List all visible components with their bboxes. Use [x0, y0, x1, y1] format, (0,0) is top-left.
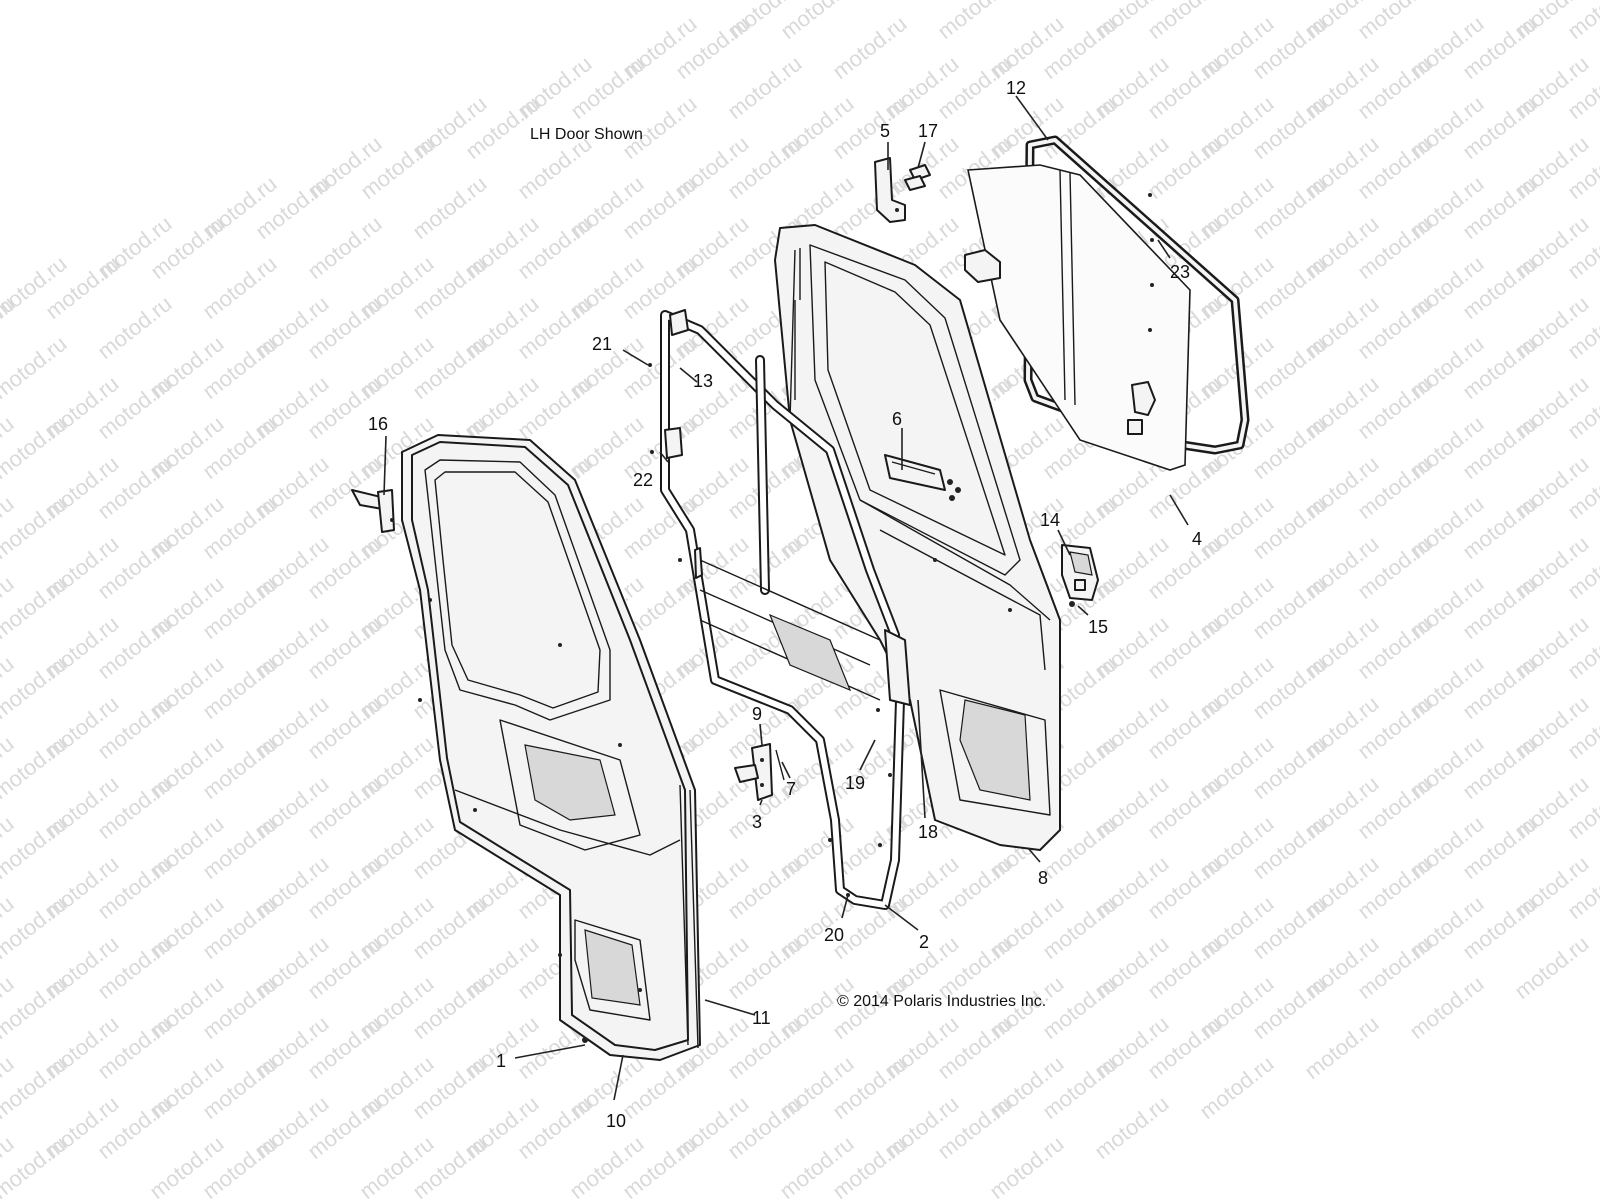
watermark-text: motod.ru [1248, 0, 1332, 4]
callout-19: 19 [845, 773, 865, 793]
inner-door-panel-8 [774, 224, 1061, 851]
hinge-bracket-5 [874, 157, 906, 223]
window-glass-4 [964, 164, 1191, 471]
screw-15 [1069, 601, 1075, 607]
callout-6: 6 [892, 409, 902, 429]
callout-9: 9 [752, 704, 762, 724]
watermark-text: motod.ru [776, 0, 860, 44]
callout-23: 23 [1170, 262, 1190, 282]
callout-11: 11 [752, 1008, 771, 1028]
callout-4: 4 [1192, 529, 1202, 549]
callout-8: 8 [1038, 868, 1048, 888]
callout-22: 22 [633, 470, 653, 490]
callout-21: 21 [592, 334, 612, 354]
hinge-strap-16 [351, 489, 395, 533]
callout-5: 5 [880, 121, 890, 141]
watermark-text: motod.ru [723, 51, 807, 124]
watermark-text: motod.ru [1038, 0, 1122, 4]
lower-hinge-3 [734, 743, 773, 801]
callout-16: 16 [368, 414, 388, 434]
window-seal-12 [1023, 135, 1250, 455]
pin-7 [775, 749, 785, 781]
watermark-text: motod.ru [198, 251, 282, 324]
callout-3: 3 [752, 812, 762, 832]
watermark-text: motod.ru [1195, 1051, 1279, 1124]
watermark-text: motod.ru [408, 171, 492, 244]
watermark-text: motod.ru [1510, 931, 1594, 1004]
callout-1: 1 [496, 1051, 506, 1071]
watermark-text: motod.ru [0, 331, 71, 404]
watermark-text: motod.ru [303, 211, 387, 284]
callout-17: 17 [918, 121, 938, 141]
callout-2: 2 [919, 932, 929, 952]
copyright-notice: © 2014 Polaris Industries Inc. [837, 993, 1046, 1010]
watermark-text: motod.ru [1143, 0, 1227, 44]
door-handle-6 [884, 454, 961, 501]
latch-14 [1061, 544, 1099, 601]
leader-lines [383, 95, 1189, 1101]
watermark-text: motod.ru [1090, 1091, 1174, 1164]
watermark-text: motod.ru [1300, 1011, 1384, 1084]
watermark-text: motod.ru [1353, 0, 1437, 44]
watermark-text: motod.ru [1458, 0, 1542, 4]
callout-7: 7 [786, 779, 796, 799]
watermark-text: motod.ru [93, 291, 177, 364]
callout-13: 13 [693, 371, 713, 391]
outer-door-panel-10 [401, 434, 701, 1061]
watermark-text: motod.ru [1405, 971, 1489, 1044]
callout-12: 12 [1006, 78, 1026, 98]
callout-20: 20 [824, 925, 844, 945]
watermark-text: motod.ru [881, 0, 965, 4]
tube-frame-2 [648, 309, 911, 910]
callout-labels: 1 2 3 4 5 6 7 8 9 10 11 12 13 14 15 16 1… [368, 78, 1202, 1131]
callout-10: 10 [606, 1111, 626, 1131]
watermark-text: motod.ru [985, 1131, 1069, 1200]
callout-18: 18 [918, 822, 938, 842]
watermark-text: motod.ru [933, 0, 1017, 44]
watermark-text: motod.ru [828, 11, 912, 84]
bolts-17 [904, 164, 931, 191]
callout-15: 15 [1088, 617, 1108, 637]
view-label: LH Door Shown [530, 126, 643, 143]
callout-14: 14 [1040, 510, 1060, 530]
